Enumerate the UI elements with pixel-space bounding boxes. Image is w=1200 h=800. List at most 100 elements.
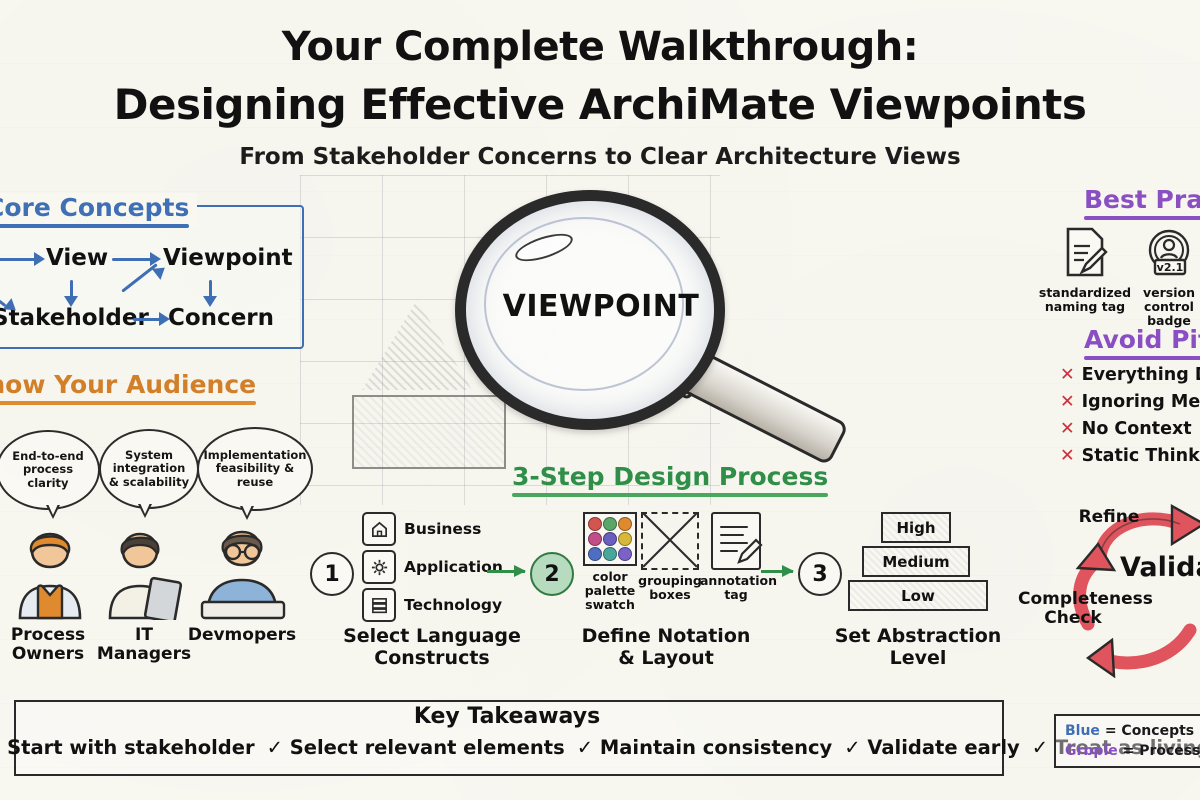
heading-underline [0, 224, 190, 228]
house-icon [362, 512, 396, 546]
validation-loop-title: Validation Loop [1120, 552, 1200, 583]
document-pen-icon [1066, 227, 1108, 277]
audience-heading-text: Know Your Audience [0, 370, 257, 399]
notation-caption-annotation: annotation tag [700, 573, 777, 602]
arrowhead-view-to-viewpoint [150, 252, 161, 266]
magnifier-label: VIEWPOINT [502, 289, 700, 324]
construct-row-application: Application [362, 550, 503, 584]
abstraction-level-medium: Medium [862, 546, 970, 577]
best-practice-caption-naming: standardized naming tag [1038, 285, 1132, 314]
server-icon [362, 588, 396, 622]
heading-underline [512, 493, 829, 497]
arrow-step2-to-step3 [761, 565, 794, 577]
heading-underline [1084, 216, 1200, 220]
color-palette-icon [583, 512, 637, 566]
takeaway-item: ✓ Start with stakeholder [0, 736, 255, 759]
bubble-tail-icon [138, 503, 152, 518]
pitfall-item: ✕ No Context [1060, 419, 1192, 439]
core-node-viewpoint: Viewpoint [163, 245, 293, 271]
notation-color-palette: color palette swatch [574, 512, 646, 611]
best-practice-caption-version: version control badge [1142, 285, 1195, 328]
magnifying-glass-icon: VIEWPOINT [455, 190, 850, 466]
palette-dot-4 [588, 531, 603, 546]
pitfalls-heading: Avoid Pitfalls [1084, 325, 1200, 363]
construct-label-business: Business [404, 520, 482, 538]
arrow-view-to-stakeholder [70, 280, 73, 302]
gear-icon [362, 550, 396, 584]
legend-panel: Blue = Concepts Orange Grɒple = Process … [1054, 714, 1200, 768]
construct-row-business: Business [362, 512, 481, 546]
palette-dot-6 [617, 531, 632, 546]
x-mark-icon: ✕ [1060, 419, 1075, 439]
key-takeaways-title: Key Takeaways [413, 704, 601, 729]
best-practices-heading: Best Practices [1084, 185, 1200, 223]
core-concepts-panel [0, 205, 304, 349]
takeaway-item: ✓ Validate early [844, 736, 1020, 759]
palette-dot-7 [588, 546, 603, 561]
page-title-line2: Designing Effective ArchiMate Viewpoints [113, 80, 1087, 129]
notation-caption-palette: color palette swatch [584, 569, 636, 612]
page-title-line1: Your Complete Walkthrough: [281, 24, 919, 70]
arrowhead-view-down [64, 296, 78, 307]
notation-annotation-tag: annotation tag [700, 512, 777, 602]
audience-bubble-2: System integration & scalability [99, 429, 199, 509]
pitfall-item: ✕ Ignoring Metamodel [1060, 392, 1200, 412]
heading-underline [1084, 356, 1200, 360]
pitfall-label: Ignoring Metamodel [1081, 392, 1200, 412]
grouping-box-icon [641, 512, 699, 570]
pitfalls-heading-text: Avoid Pitfalls [1084, 325, 1200, 354]
validation-label-completeness: Completeness Check [1018, 589, 1153, 628]
best-practice-naming: standardized naming tag [1036, 226, 1134, 314]
core-node-stakeholder: Stakeholder [0, 305, 149, 331]
takeaway-item: ✓ Maintain consistency [576, 736, 833, 759]
legend-value-purple: = Process [1122, 743, 1200, 759]
abstraction-level-low: Low [848, 580, 988, 611]
lens-inner-ring [484, 217, 684, 391]
version-badge-icon: v2.1 [1148, 229, 1190, 276]
key-takeaways-list: ✓ Start with stakeholder✓ Select relevan… [0, 736, 1200, 759]
palette-dot-5 [602, 531, 617, 546]
arrow-view-to-viewpoint [112, 258, 152, 261]
abstraction-pyramid: High Medium Low [848, 512, 988, 614]
audience-bubble-3: Implementation feasibility & reuse [197, 427, 313, 511]
magnifier-lens: VIEWPOINT [455, 190, 725, 430]
notation-caption-grouping: grouping boxes [638, 573, 702, 602]
arrow-viewpoint-to-concern [209, 280, 212, 302]
notation-grouping-boxes: grouping boxes [634, 512, 706, 602]
process-heading: 3-Step Design Process [512, 462, 829, 500]
core-concepts-heading-text: Core Concepts [0, 193, 190, 222]
arrowhead-into-view [34, 252, 45, 266]
arrowhead-stakeholder-to-concern [159, 312, 170, 326]
x-mark-icon: ✕ [1060, 392, 1075, 412]
x-mark-icon: ✕ [1060, 446, 1075, 466]
person-tablet-icon [108, 532, 183, 620]
legend-row-2: Grɒple = Process Red [1065, 741, 1200, 761]
pitfall-label: Static Thinking [1081, 446, 1200, 466]
version-badge-text: v2.1 [1157, 261, 1184, 274]
person-keyboard-icon [200, 530, 286, 620]
best-practices-heading-text: Best Practices [1084, 185, 1200, 214]
palette-dot-9 [617, 546, 632, 561]
person-overalls-icon [18, 532, 82, 620]
process-heading-text: 3-Step Design Process [512, 462, 829, 491]
audience-heading: Know Your Audience [0, 370, 257, 408]
legend-row-1: Blue = Concepts Orange [1065, 721, 1200, 741]
best-practice-version: v2.1 version control badge [1120, 226, 1200, 328]
takeaway-item: ✓ Treat as living document [1031, 736, 1200, 759]
x-mark-icon: ✕ [1060, 365, 1075, 385]
palette-dot-2 [602, 517, 617, 532]
palette-dot-8 [602, 546, 617, 561]
annotation-tag-icon [711, 512, 763, 570]
validation-loop-arrows-icon [1073, 503, 1200, 678]
pitfall-label: No Context [1081, 419, 1192, 439]
legend-key-purple: Grɒple [1065, 743, 1118, 759]
arrowhead-viewpoint-down [203, 296, 217, 307]
pitfall-item: ✕Everything Diagram [1060, 365, 1200, 385]
persona-label-it-managers: IT Managers [96, 625, 192, 665]
core-node-concern: Concern [168, 305, 275, 331]
sketch-rect [352, 395, 506, 469]
bubble-tail-icon [240, 505, 254, 520]
step-number-1: 1 [310, 552, 354, 596]
persona-label-process-owners: Process Owners [10, 625, 86, 665]
